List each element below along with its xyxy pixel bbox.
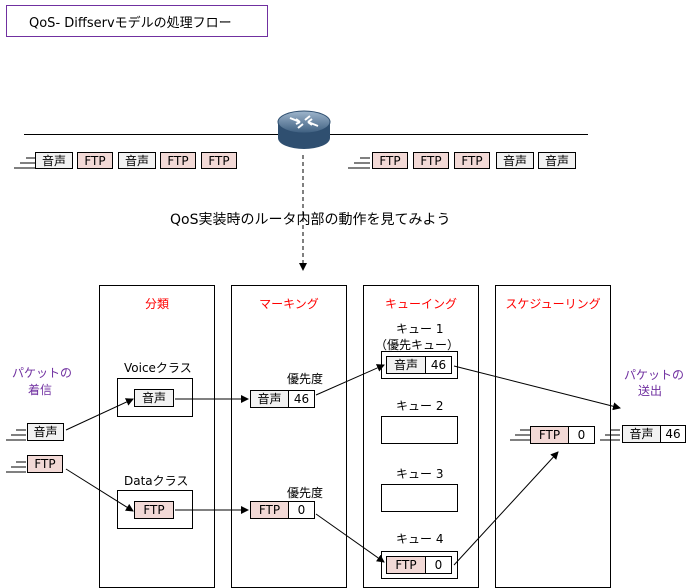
arrival-label-line2: 着信 xyxy=(28,383,53,397)
diagram-title: QoS- Diffservモデルの処理フロー xyxy=(6,5,268,37)
arrival-label-line1: パケットの xyxy=(12,366,73,380)
packet-ftp: FTP xyxy=(160,152,196,169)
queue1-label: キュー 1 xyxy=(396,322,444,336)
network-line-right xyxy=(322,134,588,135)
packet-ftp: FTP xyxy=(454,152,490,169)
queue3-label: キュー 3 xyxy=(396,467,444,481)
packet-type-cell: FTP xyxy=(258,503,281,517)
packet-voice: 音声 xyxy=(496,152,534,169)
caption: QoS実装時のルータ内部の動作を見てみよう xyxy=(170,212,451,228)
priority-value-cell: 46 xyxy=(288,391,314,407)
packet-ftp: FTP xyxy=(77,152,113,169)
classified-voice-packet: 音声 xyxy=(134,389,174,407)
stage-label-queueing: キューイング xyxy=(384,297,457,311)
arrow-voice-to-queue1 xyxy=(315,364,385,396)
queue2-box xyxy=(381,416,458,444)
packet-voice: 音声 xyxy=(538,152,576,169)
queued-ftp-packet: FTP 0 xyxy=(386,556,452,574)
packet-type-cell: FTP xyxy=(395,558,417,572)
data-class-label: Dataクラス xyxy=(124,474,189,488)
stage-label-scheduling: スケジューリング xyxy=(505,297,601,311)
priority-value-cell: 0 xyxy=(568,427,594,443)
packet-type-cell: 音声 xyxy=(257,392,282,406)
packet-ftp: FTP xyxy=(201,152,237,169)
priority-label-ftp: 優先度 xyxy=(287,486,324,500)
marked-voice-packet: 音声 46 xyxy=(250,390,315,408)
packet-type-cell: 音声 xyxy=(393,358,418,372)
network-line-left xyxy=(24,134,284,135)
stage-label-marking: マーキング xyxy=(259,297,319,311)
sent-voice-packet: 音声 46 xyxy=(622,425,686,443)
queue4-label: キュー 4 xyxy=(396,532,444,546)
arrow-queue1-to-send xyxy=(453,365,621,411)
queue1-sublabel: （優先キュー） xyxy=(375,338,460,352)
router-icon xyxy=(276,108,332,154)
packet-ftp: FTP xyxy=(372,152,408,169)
packet-type-cell: FTP xyxy=(538,428,561,442)
arrow-ftp-to-class xyxy=(65,468,134,512)
arrival-speed-lines xyxy=(6,429,26,473)
packet-voice: 音声 xyxy=(35,152,73,169)
arrow-ftp-to-queue4 xyxy=(315,513,385,563)
queued-voice-packet: 音声 46 xyxy=(386,356,452,374)
queue3-box xyxy=(381,484,458,512)
priority-value-cell: 46 xyxy=(660,426,685,442)
arrow-queue4-to-scheduler xyxy=(453,451,559,566)
stage-label-classify: 分類 xyxy=(144,297,169,311)
queue2-label: キュー 2 xyxy=(396,399,444,413)
arrival-packet-ftp: FTP xyxy=(27,455,63,473)
scheduled-ftp-packet: FTP 0 xyxy=(530,426,595,444)
marked-ftp-packet: FTP 0 xyxy=(250,501,315,519)
packet-type-cell: 音声 xyxy=(629,427,654,441)
send-label-line1: パケットの xyxy=(624,368,685,382)
arrow-voice-to-class xyxy=(65,398,134,431)
classified-ftp-packet: FTP xyxy=(134,501,174,519)
priority-value-cell: 46 xyxy=(425,357,451,373)
priority-value-cell: 0 xyxy=(288,502,314,518)
packet-ftp: FTP xyxy=(413,152,449,169)
send-label-line2: 送出 xyxy=(638,384,663,398)
priority-value-cell: 0 xyxy=(425,557,451,573)
stage-marking xyxy=(231,285,347,588)
packet-voice: 音声 xyxy=(118,152,156,169)
voice-class-label: Voiceクラス xyxy=(124,361,192,375)
priority-label-voice: 優先度 xyxy=(287,372,324,386)
arrival-packet-voice: 音声 xyxy=(27,423,64,441)
